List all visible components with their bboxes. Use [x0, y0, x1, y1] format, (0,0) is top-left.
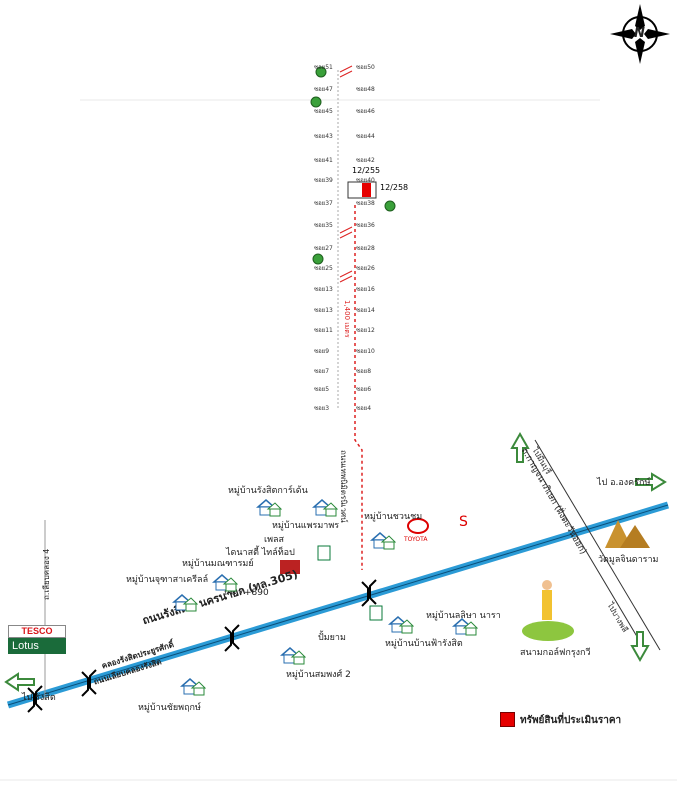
compass-icon — [610, 4, 670, 64]
soi-label: ซอย7 — [314, 368, 330, 375]
dir-ongkharak: ไป อ.องครักษ์ — [597, 478, 651, 488]
soi-label: ซอย40 — [356, 177, 375, 184]
house-icon — [212, 572, 239, 592]
soi-label: ซอย8 — [356, 368, 372, 375]
soi-label: ซอย45 — [314, 108, 333, 115]
house-icon — [370, 530, 397, 550]
tesco-label: TESCO — [8, 625, 66, 638]
seven-eleven-icon-2 — [369, 605, 383, 621]
highway-305-center — [7, 504, 669, 706]
soi-label: ซอย14 — [356, 307, 375, 314]
place-label: ไดนาสตี้ ไทล์ท็อป — [226, 548, 295, 558]
plot-right: 12/258 — [380, 183, 409, 192]
soi-label: ซอย48 — [356, 86, 375, 93]
soi-label: ซอย36 — [356, 222, 375, 229]
soi-label: ซอย27 — [314, 245, 333, 252]
soi-label: ซอย13 — [314, 286, 333, 293]
village-label: หมู่บ้านชัยพฤกษ์ — [138, 703, 201, 713]
village-label: หมู่บ้านมณฑารมย์ — [182, 559, 254, 569]
bridge-marks — [27, 579, 377, 713]
soi-label: ซอย10 — [356, 348, 375, 355]
arrow-south-icon — [630, 631, 650, 663]
village-label: หมู่บ้านลลิษา นารา — [426, 611, 501, 621]
arrow-north-icon — [510, 431, 530, 463]
soi-label: ซอย37 — [314, 200, 333, 207]
village-label: หมู่บ้านแพรมาพร — [272, 521, 340, 531]
compass-letter: N — [634, 26, 645, 41]
village-label: หมู่บ้านบ้านฟ้ารังสิต — [385, 639, 463, 649]
house-icon — [312, 497, 339, 517]
soi-label: ซอย12 — [356, 327, 375, 334]
golf-label: สนามกอล์ฟกรุงกวี — [520, 648, 591, 658]
subject-property — [362, 183, 371, 197]
house-icon — [172, 592, 199, 612]
arrow-rangsit-icon — [4, 672, 35, 692]
village-label: หมู่บ้านจุฑาสาเครีลล์ — [126, 575, 209, 585]
soi-label: ซอย38 — [356, 200, 375, 207]
dir-rangsit: ไป รังสิต — [22, 693, 56, 703]
legend-swatch — [500, 712, 515, 727]
tesco-lotus-logo: TESCO Lotus — [8, 625, 66, 655]
toyota-label: TOYOTA — [404, 536, 428, 543]
soi-label: ซอย44 — [356, 133, 375, 140]
house-icon — [256, 497, 283, 517]
lotus-label: Lotus — [8, 638, 66, 654]
soi-label: ซอย11 — [314, 327, 333, 334]
toyota-logo-icon — [407, 518, 429, 534]
temple-label: วัดมูลจินดาราม — [598, 555, 659, 565]
km-label: กม.7+890 — [224, 588, 269, 598]
soi-label: ซอย35 — [314, 222, 333, 229]
distance-label: 1,400 เมตร — [343, 300, 351, 338]
soi-label: ซอย46 — [356, 108, 375, 115]
klong4-label: ถ.เลียบคลอง 4 — [42, 548, 51, 600]
soi-label: ซอย4 — [356, 405, 372, 412]
arrow-ongkharak-icon — [635, 472, 667, 492]
village-label: หมู่บ้านชวนชม — [364, 512, 423, 522]
arrows — [4, 431, 667, 692]
break-marks — [339, 65, 353, 283]
soi-label: ซอย28 — [356, 245, 375, 252]
soi-label: ซอย6 — [356, 386, 372, 393]
plot-left: 12/255 — [352, 166, 381, 175]
soi-label: ซอย25 — [314, 265, 333, 272]
building-icon — [280, 560, 300, 574]
soi-label: ซอย39 — [314, 177, 333, 184]
suzuki-logo-icon: S — [459, 514, 468, 530]
soi-label: ซอย5 — [314, 386, 330, 393]
village-label: หมู่บ้านสมพงศ์ 2 — [286, 670, 351, 680]
golf-green — [522, 621, 574, 641]
soi-label: ซอย3 — [314, 405, 330, 412]
soi-label: ซอย9 — [314, 348, 330, 355]
kanchana-edge-2 — [534, 439, 661, 651]
route-line — [354, 205, 363, 570]
soi-label: ซอย42 — [356, 157, 375, 164]
golfer-icon — [542, 590, 552, 620]
soi-label: ซอย13 — [314, 307, 333, 314]
soi-label: ซอย51 — [314, 64, 333, 71]
place-label: เพลส — [264, 535, 285, 545]
seven-eleven-icon — [317, 545, 331, 561]
house-icon — [388, 614, 415, 634]
green-markers — [310, 66, 396, 265]
village-label: หมู่บ้านรังสิตการ์เด้น — [228, 486, 308, 496]
soi-label: ซอย16 — [356, 286, 375, 293]
soi-label: ซอย50 — [356, 64, 375, 71]
soi-label: ซอย41 — [314, 157, 333, 164]
soi-label: ซอย43 — [314, 133, 333, 140]
house-icon — [452, 616, 479, 636]
house-icon — [180, 676, 207, 696]
house-icon — [280, 645, 307, 665]
soi-label: ซอย47 — [314, 86, 333, 93]
kanchana-edge-1 — [519, 439, 646, 651]
side-road-label: ถนนเทพนิมิตรนิเวศน์ — [339, 450, 348, 523]
soi-label: ซอย26 — [356, 265, 375, 272]
legend-label: ทรัพย์สินที่ประเมินราคา — [520, 715, 622, 726]
pump-label: ปั้มยาม — [318, 633, 346, 643]
